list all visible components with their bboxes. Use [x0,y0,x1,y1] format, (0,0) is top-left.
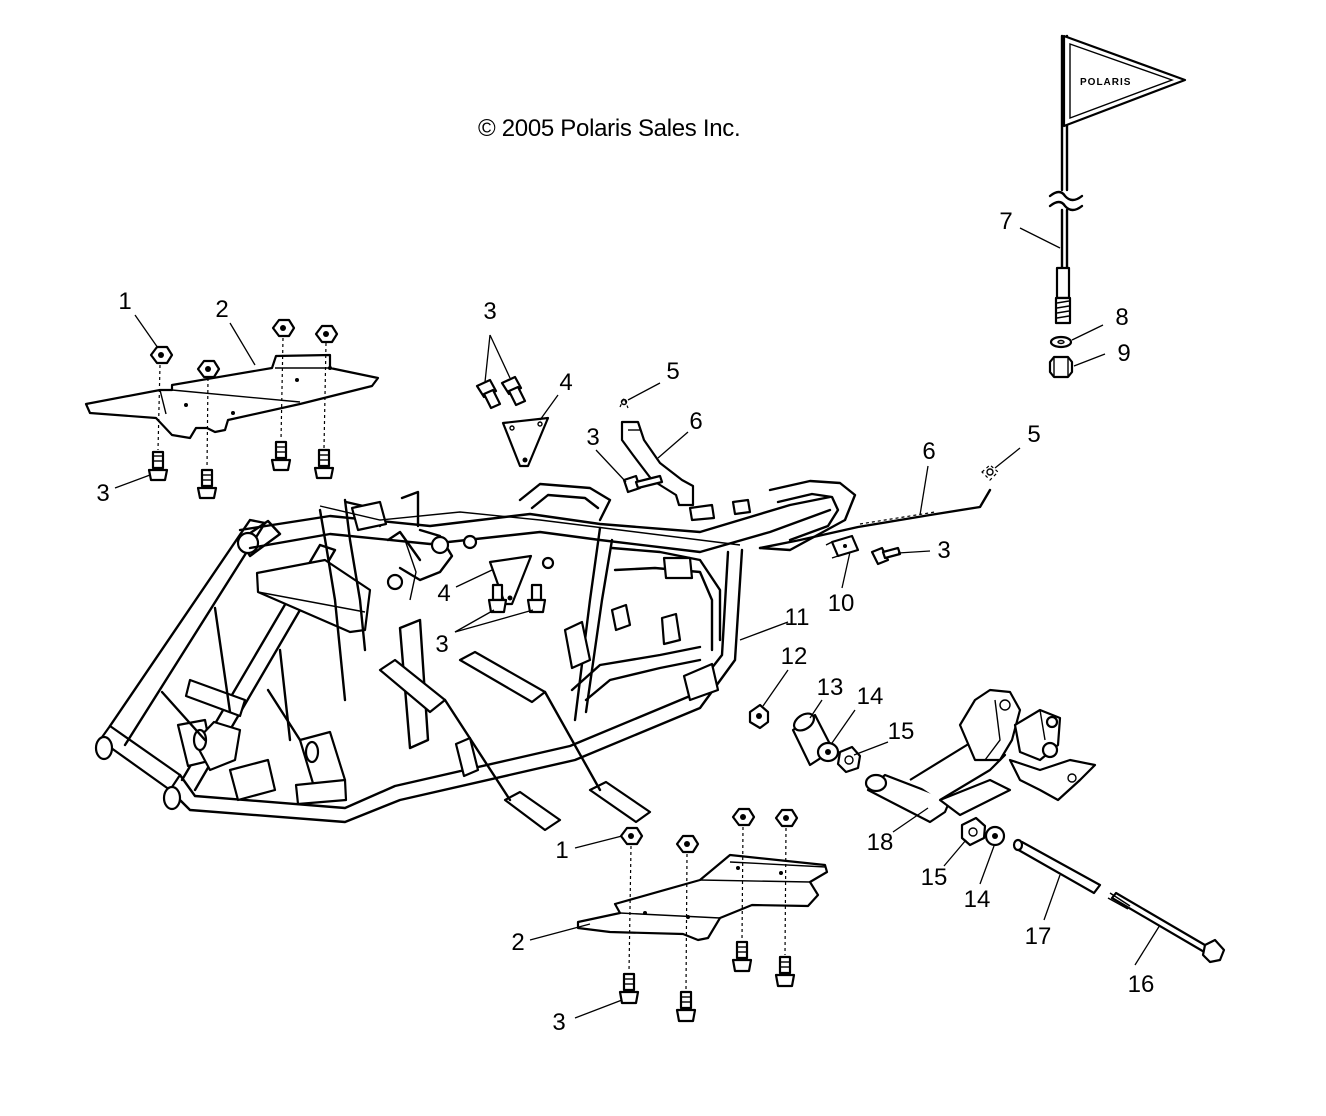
callout-3-lower: 3 [552,1009,566,1036]
callout-14-lower: 14 [963,886,991,913]
callout-3-gusset-lower: 3 [435,631,449,658]
callout-15-lower: 15 [920,864,948,891]
bolt-flag-bracket [622,474,664,494]
fastener-set-lower-plate [618,807,799,1023]
nut-washer-4 [314,324,339,344]
callout-9: 9 [1117,340,1131,367]
callout-6-upper: 6 [689,408,703,435]
skid-plate-upper [84,353,380,440]
bearing-15-top [836,745,862,774]
callout-5-upper: 5 [666,358,680,385]
bushing-12 [748,703,770,730]
nut-washer-5 [619,826,644,846]
nut-washer-7 [731,807,756,827]
callout-12: 12 [780,643,808,670]
swingarm-pivot-18 [864,688,1097,824]
bolts-gusset-lower [487,583,547,614]
callout-14-upper: 14 [856,683,884,710]
skid-plate-lower [576,853,829,942]
nut-washer-8 [774,808,799,828]
gusset-bracket-upper [501,416,550,468]
bolt-upper-4 [313,448,335,480]
cable-tie-upper [619,396,629,409]
bearing-15-bottom [960,816,987,847]
bolt-gl-2 [526,583,547,614]
bolt-upper-3 [270,440,292,472]
clip-10 [825,534,860,559]
bolt-lower-4 [774,955,796,988]
copyright-notice: © 2005 Polaris Sales Inc. [478,115,741,142]
main-frame [94,479,857,832]
nut-washer-6 [675,834,700,854]
callout-8: 8 [1115,304,1129,331]
callout-3-right: 3 [937,537,951,564]
bolt-lower-1 [618,972,640,1005]
bolt-upper-2 [196,468,218,500]
callout-1-lower: 1 [555,837,569,864]
callout-11: 11 [784,604,810,631]
bolt-gl-1 [487,583,508,614]
callout-1-upper: 1 [118,288,132,315]
callout-3-top-center: 3 [483,298,497,325]
cable-tie-right [981,464,999,481]
fastener-set-upper-plate [147,318,339,500]
callout-5-right: 5 [1027,421,1041,448]
callout-4-lower: 4 [437,580,451,607]
callout-18: 18 [866,829,894,856]
callout-13: 13 [816,674,844,701]
nut-washer-1 [149,345,174,365]
washer-14-bottom [984,825,1006,847]
callout-3-upper-left: 3 [96,480,110,507]
callout-17: 17 [1024,923,1052,950]
bolt-tc-1 [475,378,502,410]
flag-nut [1048,355,1074,379]
callout-16: 16 [1127,971,1155,998]
flag-washer [1049,335,1073,349]
bolt-upper-1 [147,450,169,482]
flag-mount-bracket [620,420,695,507]
callout-6-right: 6 [922,438,936,465]
nut-washer-2 [196,359,221,379]
pivot-tube-17 [1012,838,1102,895]
bolt-lower-3 [731,940,753,973]
callout-7: 7 [999,208,1013,235]
callout-2-upper: 2 [215,296,229,323]
callout-4-upper: 4 [559,369,573,396]
callout-15-upper: 15 [887,718,915,745]
bolt-lower-2 [675,990,697,1023]
bolt-tc-2 [500,375,527,407]
leader-lines [114,227,1161,1019]
callout-3-flag-bracket: 3 [586,424,600,451]
washer-14-top [816,741,840,763]
nut-washer-3 [271,318,296,338]
callout-10: 10 [827,590,855,617]
bolt-clip-10 [870,546,902,566]
bolts-top-center [475,375,527,410]
pivot-bolt-16 [1107,891,1226,964]
safety-flag: POLARIS [1048,34,1187,325]
flag-cable [758,488,992,550]
flag-logo-text: POLARIS [1080,77,1131,88]
callout-2-lower: 2 [511,929,525,956]
